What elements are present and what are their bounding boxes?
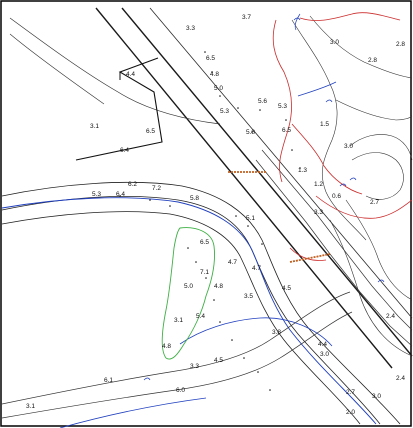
spot-label: 4.8	[210, 71, 219, 78]
spot-label: 7.1	[200, 269, 209, 276]
blue-contour-line	[297, 81, 337, 97]
red-contour-line	[299, 12, 401, 21]
spot-label: 5.3	[278, 103, 287, 110]
spot-label: 2.7	[346, 389, 355, 396]
contour-line	[329, 219, 413, 357]
spot-label: 3.0	[330, 39, 339, 46]
road-edge-line	[95, 7, 393, 369]
spot-label: 1.5	[320, 121, 329, 128]
spot-label: 6.1	[104, 377, 113, 384]
spot-label: 1.3	[298, 167, 307, 174]
curved-road-line	[1, 195, 381, 425]
contour-line	[335, 99, 413, 121]
spot-label: 2.8	[396, 41, 405, 48]
red-contour-line	[291, 123, 363, 195]
curved-road-line	[1, 211, 361, 425]
spot-label: 1.2	[314, 181, 323, 188]
spot-label: 6.5	[206, 55, 215, 62]
spot-label: 5.1	[246, 215, 255, 222]
symbol-marks	[143, 17, 385, 381]
spot-label: 3.1	[26, 403, 35, 410]
blue-edge-line	[179, 317, 333, 347]
spot-label: 2.4	[386, 313, 395, 320]
spot-label: 3.7	[242, 14, 251, 21]
spot-label: 6.2	[128, 181, 137, 188]
spot-label: 5.6	[258, 98, 267, 105]
contour-line	[9, 33, 105, 105]
spot-label: 5.4	[196, 313, 205, 320]
spot-label: 3.1	[90, 123, 99, 130]
spot-label: 4.5	[282, 285, 291, 292]
curved-road-line	[1, 181, 401, 425]
contour-line	[309, 15, 413, 79]
spot-label: 0.6	[332, 193, 341, 200]
spot-label: 4.7	[228, 259, 237, 266]
spot-label: 4.4	[318, 341, 327, 348]
contour-line	[349, 134, 413, 161]
spot-label: 3.8	[272, 329, 281, 336]
spot-label: 7.2	[152, 185, 161, 192]
contour-line	[291, 19, 367, 241]
spot-label: 2.8	[368, 57, 377, 64]
green-area-boundary	[161, 227, 215, 360]
spot-label: 6.4	[120, 147, 129, 154]
spot-label: 6.5	[200, 239, 209, 246]
spot-label: 5.8	[190, 195, 199, 202]
spot-label: 2.4	[396, 375, 405, 382]
contour-line	[9, 17, 221, 125]
spot-label: 4.5	[214, 357, 223, 364]
spot-label: 6.4	[116, 191, 125, 198]
spot-label: 3.0	[372, 393, 381, 400]
spot-label: 3.5	[244, 293, 253, 300]
spot-label: 3.3	[314, 209, 323, 216]
spot-label: 5.0	[214, 85, 223, 92]
spot-label: 5.3	[220, 108, 229, 115]
spot-label: 3.0	[320, 351, 329, 358]
spot-label: 4.4	[126, 71, 135, 78]
spot-label: 5.0	[184, 283, 193, 290]
spot-label: 6.5	[282, 127, 291, 134]
road-edge-line	[121, 7, 413, 357]
spot-label: 4.8	[162, 343, 171, 350]
spot-label: 5.8	[246, 129, 255, 136]
spot-label: 6.0	[176, 387, 185, 394]
spot-label: 2.0	[346, 409, 355, 416]
contour-line	[1, 311, 353, 419]
contour-line	[345, 199, 413, 301]
blue-contour-line	[294, 13, 301, 31]
spot-label: 6.5	[146, 128, 155, 135]
spot-label: 3.0	[344, 143, 353, 150]
feature-marker	[289, 253, 331, 263]
road-centre-line	[149, 7, 413, 319]
spot-label: 3.1	[174, 317, 183, 324]
spot-label: 5.3	[92, 191, 101, 198]
spot-label: 3.3	[190, 363, 199, 370]
survey-traverse	[75, 57, 163, 161]
spot-height-labels: 3.7 3.3 3.0 2.8 2.8 6.5 4.8 4.4 5.0 3.1 …	[26, 14, 405, 416]
spot-height-marks	[119, 51, 301, 391]
contour-line	[351, 152, 404, 200]
spot-label: 4.7	[252, 265, 261, 272]
blue-edge-line	[1, 197, 377, 425]
red-contour-line	[272, 19, 292, 183]
boundary-line	[261, 149, 413, 331]
boundary-line	[255, 159, 413, 347]
spot-label: 2.7	[370, 199, 379, 206]
contour-line	[1, 291, 351, 405]
spot-label: 3.3	[186, 25, 195, 32]
spot-label: 4.8	[214, 283, 223, 290]
blue-edge-line	[59, 397, 207, 428]
red-contour-line	[315, 195, 413, 219]
